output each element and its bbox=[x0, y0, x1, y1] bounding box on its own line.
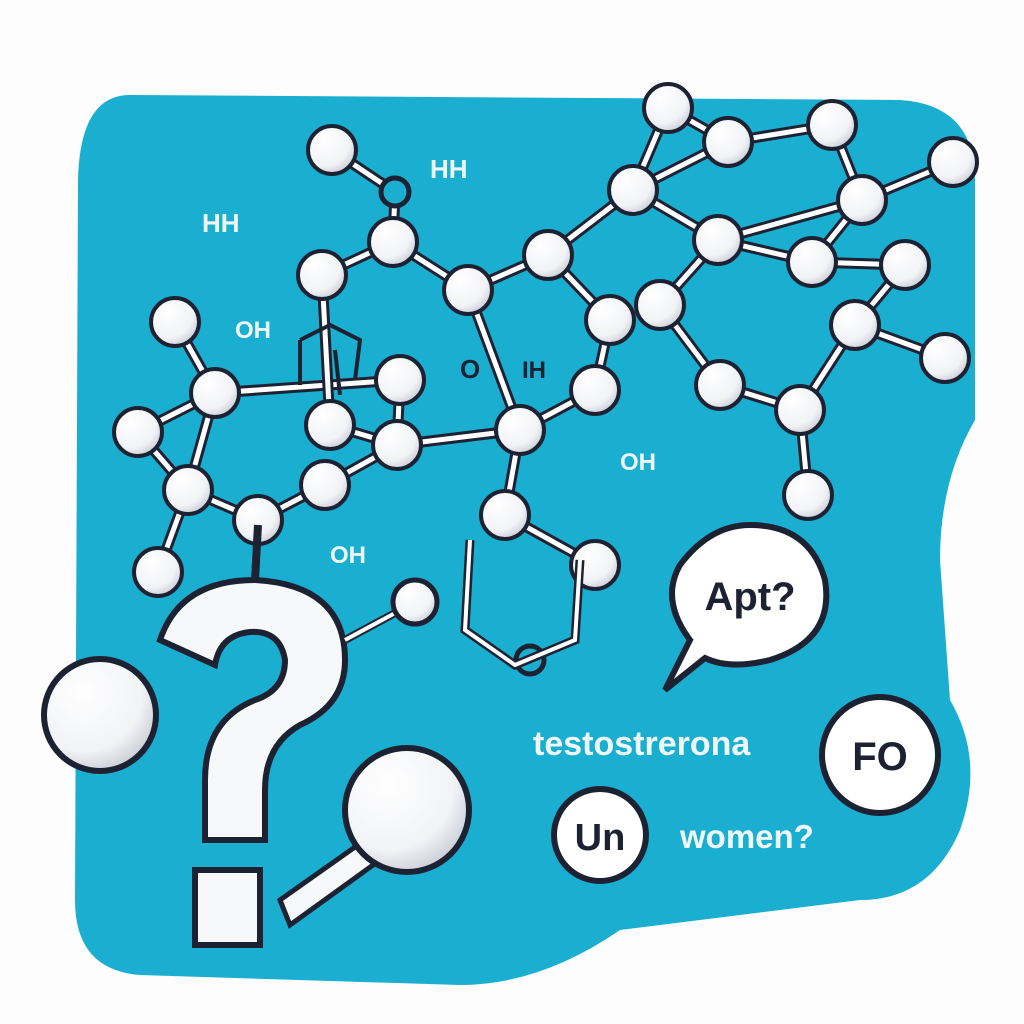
atom bbox=[390, 577, 440, 627]
atom bbox=[189, 367, 241, 419]
atom bbox=[112, 406, 164, 458]
atom bbox=[782, 469, 834, 521]
bubble-text: Apt? bbox=[704, 575, 795, 619]
background-blob bbox=[75, 95, 975, 985]
label-oh-bottom: OH bbox=[330, 542, 366, 569]
atom bbox=[162, 464, 214, 516]
speech-bubble-icon bbox=[662, 521, 830, 693]
atom bbox=[378, 175, 412, 209]
atom bbox=[919, 332, 971, 384]
atom bbox=[927, 136, 979, 188]
atom bbox=[584, 294, 636, 346]
caption-word: testostrerona bbox=[533, 725, 751, 763]
atom bbox=[774, 384, 826, 436]
atom bbox=[694, 359, 746, 411]
fo-badge bbox=[819, 694, 941, 816]
un-badge bbox=[551, 786, 649, 884]
question-mark-icon bbox=[156, 576, 349, 948]
atom bbox=[296, 249, 348, 301]
inner-ring-lines bbox=[298, 322, 363, 396]
atom bbox=[642, 82, 694, 134]
atom bbox=[442, 264, 494, 316]
atom bbox=[569, 364, 621, 416]
atom bbox=[836, 174, 888, 226]
atom bbox=[806, 99, 858, 151]
atom bbox=[692, 214, 744, 266]
atom bbox=[786, 236, 838, 288]
caption-question: women? bbox=[679, 818, 814, 855]
label-o-center: O bbox=[460, 354, 480, 384]
atom bbox=[371, 419, 423, 471]
un-badge-text: Un bbox=[575, 817, 626, 859]
large-atom bbox=[342, 745, 472, 875]
atom bbox=[132, 546, 184, 598]
atom bbox=[702, 116, 754, 168]
fo-badge-text: FO bbox=[852, 735, 908, 779]
large-atom bbox=[41, 656, 159, 774]
atom bbox=[494, 404, 546, 456]
atom bbox=[829, 299, 881, 351]
atom bbox=[479, 489, 531, 541]
atom bbox=[374, 354, 426, 406]
atom bbox=[367, 216, 419, 268]
atom bbox=[304, 399, 356, 451]
atom bbox=[879, 239, 931, 291]
bond bbox=[214, 377, 401, 396]
atom bbox=[634, 279, 686, 331]
atoms bbox=[112, 82, 979, 677]
label-hh-top: HH bbox=[430, 154, 468, 184]
atom bbox=[607, 164, 659, 216]
label-ih-center: IH bbox=[522, 357, 546, 384]
atom bbox=[299, 459, 351, 511]
atom bbox=[522, 229, 574, 281]
label-oh-right: OH bbox=[620, 449, 656, 476]
atom bbox=[149, 296, 201, 348]
label-hh-left: HH bbox=[202, 208, 240, 238]
label-oh-left: OH bbox=[235, 317, 271, 344]
atom bbox=[306, 124, 358, 176]
